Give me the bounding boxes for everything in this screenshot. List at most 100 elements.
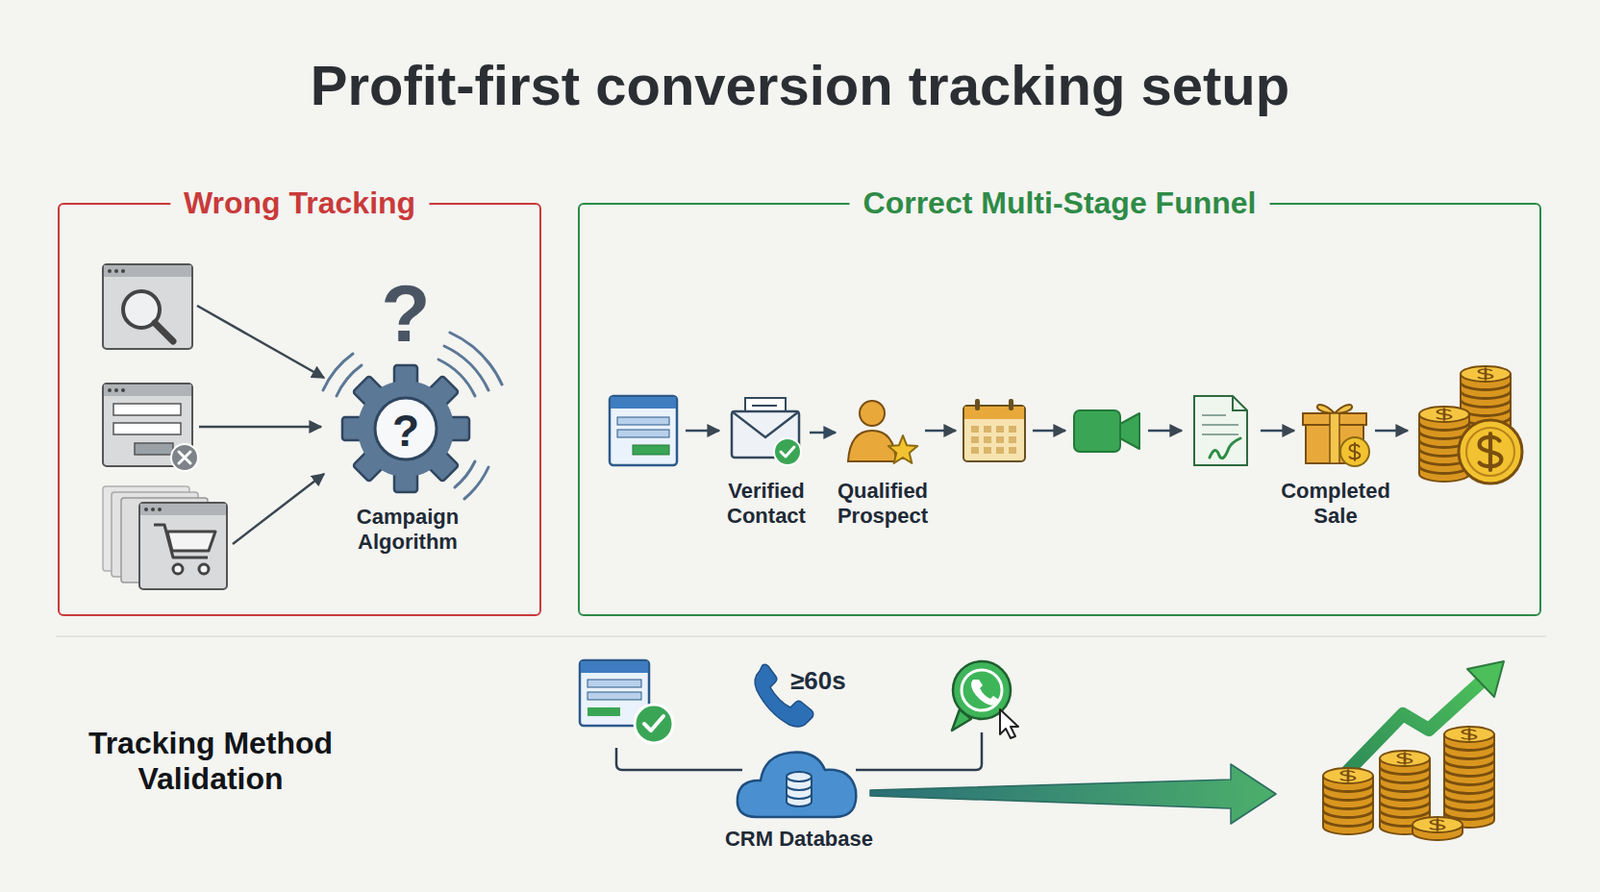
coin-stacks [1460,366,1511,390]
cloud-database [737,752,856,818]
coin-stacks [1466,427,1515,476]
cart-pages-icon [157,507,162,512]
rejected-form-icon [171,444,199,472]
form-icon [609,396,677,466]
crm-connectors [855,732,982,771]
cart-pages-icon [102,486,227,590]
growth-coins [1467,661,1504,698]
calendar-icon [1008,425,1017,433]
form-check-icon [587,707,621,717]
calendar-icon [996,425,1004,433]
contract-icon [1209,438,1241,459]
calendar-icon [1008,447,1017,454]
growth-coins [1379,750,1430,775]
funnel-arrows [1260,429,1295,433]
funnel-arrows [685,429,720,433]
rejected-form-icon [113,403,181,416]
rejected-form-icon [114,388,119,393]
growth-coins [1341,770,1355,782]
wrong-panel: Wrong TrackingCampaign Algorithm [57,202,542,617]
rejected-form-icon [134,443,174,455]
gear-symbol [454,461,475,488]
cloud-database [786,772,812,782]
cart-pages-icon [144,507,149,512]
node-caption: Verified Contact [723,478,810,529]
calendar-icon [996,436,1004,444]
calendar-icon [975,399,980,411]
form-icon [617,417,670,425]
growth-coins [1323,768,1374,792]
input-arrows [199,425,322,429]
rejected-form-icon [107,388,112,393]
gear-symbol [375,398,437,460]
envelope-icon [774,438,801,466]
form-icon [610,397,676,409]
input-arrows [197,305,325,545]
funnel-arrows [1148,429,1182,433]
flow-arrow [809,431,836,435]
calendar-icon [963,399,1025,462]
coin-stacks [1419,366,1523,484]
person-icon [859,400,885,426]
rejected-form-icon [102,383,193,467]
cart-pages-icon [150,507,155,512]
growth-coins [1462,728,1476,741]
cloud-database [786,785,812,800]
calendar-icon [971,425,1017,454]
cart-pages-icon [139,502,227,590]
rejected-form-icon [121,388,125,393]
gift-icon [1334,404,1352,414]
growth-coins [1412,817,1463,841]
person-icon [848,400,918,464]
calendar-icon [996,447,1004,454]
envelope-icon [731,411,800,438]
panel-heading: Correct Multi-Stage Funnel [850,183,1271,223]
question-mark: ? [392,405,420,457]
contract-icon [1201,414,1226,417]
funnel-arrows [1032,429,1066,433]
rejected-form-icon [102,383,199,472]
form-icon [609,396,677,466]
crm-node: CRM Database [717,746,881,852]
contract-icon [1201,433,1239,436]
stage-node: Verified Contact [723,394,810,529]
person-icon [888,435,918,464]
calendar-icon [1008,436,1017,444]
gear-symbol [444,346,489,391]
question-mark: ? [380,267,430,361]
form-icon [617,429,670,438]
calendar-icon [983,447,992,454]
form-check-icon [579,660,674,744]
gift-icon [1302,404,1370,467]
calendar-icon [971,425,979,433]
node-caption: Campaign Algorithm [340,504,475,555]
node-caption: CRM Database [717,826,881,852]
cloud-database [786,801,812,807]
panel-heading: Wrong Tracking [170,183,429,223]
form-check-icon [644,716,664,731]
video-icon [1074,410,1140,452]
cloud-database [785,776,788,802]
search-page-icon [154,323,174,342]
gear-symbol [323,353,353,391]
coin-stacks [1437,408,1451,421]
cloud-database [810,776,813,802]
funnel-arrows [1375,429,1408,433]
stage-node: Completed Sale [1277,394,1394,529]
node-caption: Completed Sale [1277,478,1394,529]
gift-icon [1329,413,1340,464]
contract-icon [1201,424,1239,426]
coin-stacks [1419,406,1470,430]
duration-label: ≥60s [790,667,847,697]
growth-coins [1444,726,1495,750]
whatsapp-icon [1000,709,1019,739]
gear-symbol [357,380,454,477]
video-icon [1074,410,1121,452]
whatsapp-icon [951,661,1019,739]
search-page-icon [102,264,193,350]
crm-connectors [616,748,743,771]
whatsapp-icon [971,679,1000,706]
calendar-icon [971,436,979,444]
calendar-icon [983,425,992,433]
search-page-icon [114,269,119,274]
